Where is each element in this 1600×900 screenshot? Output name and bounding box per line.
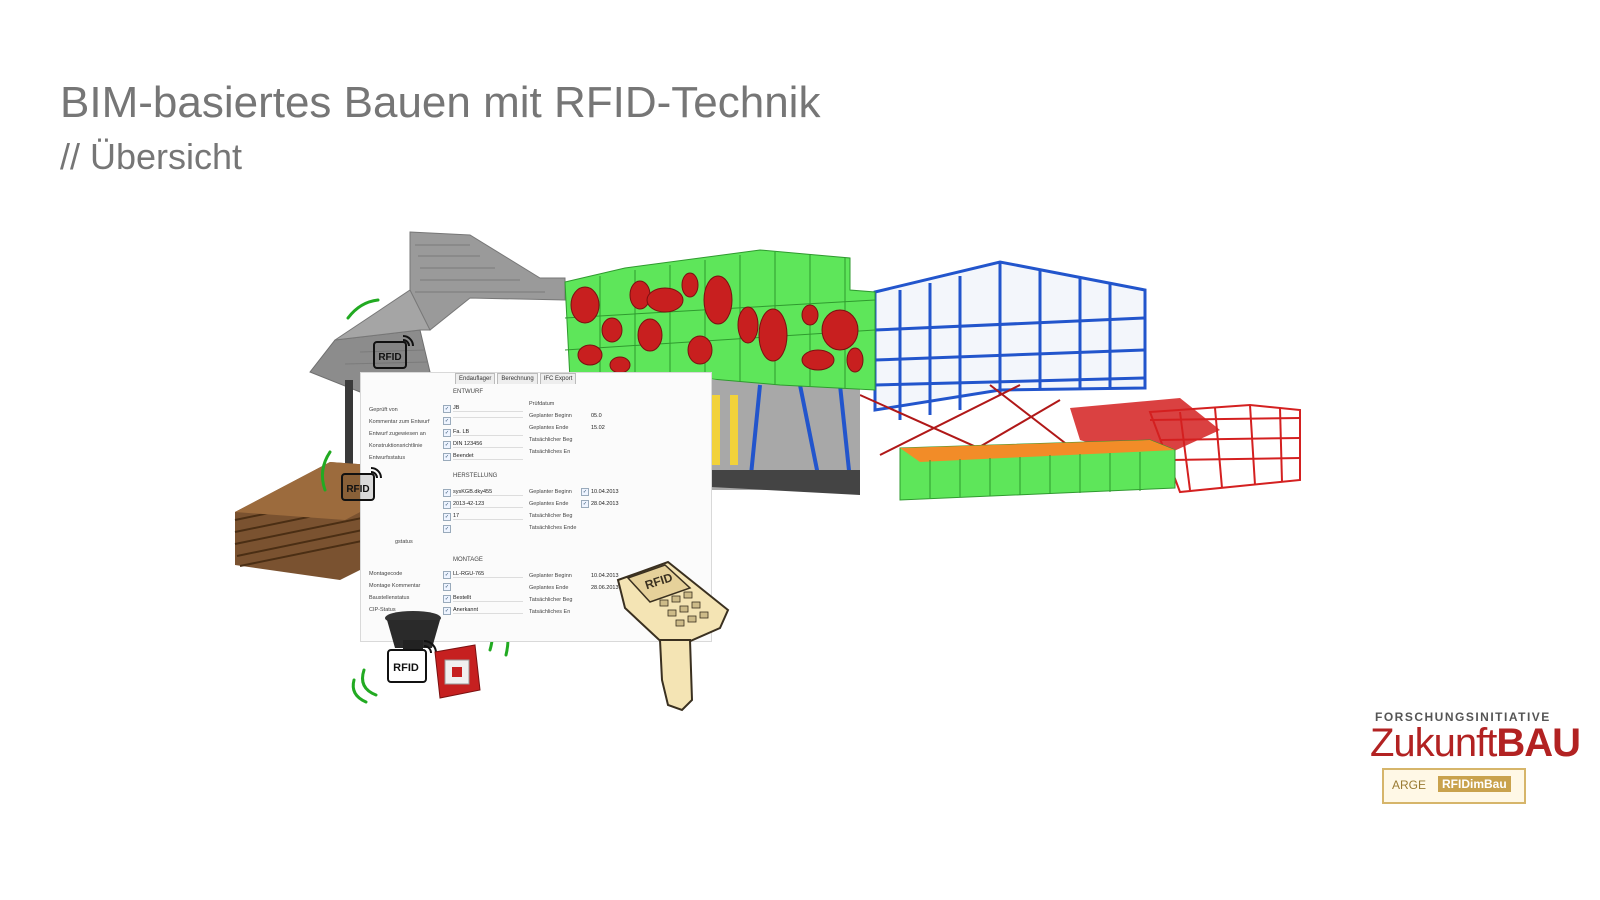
field-checkbox[interactable]: ✓ bbox=[443, 513, 451, 521]
green-facade bbox=[564, 249, 876, 391]
field-label: Baustellenstatus bbox=[369, 595, 410, 601]
arge-badge: ARGE RFIDimBau bbox=[1382, 768, 1526, 804]
logo-bau: BAU bbox=[1496, 721, 1581, 765]
field-checkbox[interactable]: ✓ bbox=[443, 453, 451, 461]
logo-line2: ZukunftBAU bbox=[1370, 721, 1581, 766]
field-label: Montage Kommentar bbox=[369, 583, 421, 589]
date-label: Tatsächlicher Beg bbox=[529, 513, 573, 519]
field-checkbox[interactable]: ✓ bbox=[443, 607, 451, 615]
date-label: Geplantes Ende bbox=[529, 585, 569, 591]
red-steel-roof bbox=[859, 384, 1301, 494]
date-label: Prüfdatum bbox=[529, 401, 555, 407]
field-checkbox[interactable]: ✓ bbox=[443, 595, 451, 603]
slide-subtitle: // Übersicht bbox=[60, 136, 243, 177]
field-checkbox[interactable]: ✓ bbox=[443, 417, 451, 425]
field-checkbox[interactable]: ✓ bbox=[443, 501, 451, 509]
date-label: Tatsächlicher Beg bbox=[529, 597, 573, 603]
date-label: Geplanter Beginn bbox=[529, 413, 572, 419]
section-herstellung: HERSTELLUNG bbox=[453, 473, 498, 479]
field-label: Entwurfsstatus bbox=[369, 455, 406, 461]
tab-berechnung[interactable]: Berechnung bbox=[497, 373, 538, 384]
date-label: Tatsächliches En bbox=[529, 609, 571, 615]
date-label: Tatsächliches En bbox=[529, 449, 571, 455]
field-value[interactable]: 2013-42-123 bbox=[453, 501, 523, 508]
field-value[interactable]: Fa. LB bbox=[453, 429, 523, 436]
date-value[interactable]: 28.04.2013 bbox=[591, 501, 619, 507]
field-value[interactable]: 17 bbox=[453, 513, 523, 520]
field-value[interactable] bbox=[453, 417, 523, 418]
date-value[interactable]: 10.04.2013 bbox=[591, 489, 619, 495]
zukunftbau-logo: FORSCHUNGSINITIATIVE ZukunftBAU ARGE RFI… bbox=[1370, 707, 1581, 807]
field-label: Montagecode bbox=[369, 571, 403, 577]
date-label: Tatsächlicher Beg bbox=[529, 437, 573, 443]
date-label: Geplantes Ende bbox=[529, 425, 569, 431]
field-checkbox[interactable]: ✓ bbox=[443, 571, 451, 579]
field-label: Konstruktionsrichtlinie bbox=[369, 443, 423, 449]
date-label: Geplanter Beginn bbox=[529, 489, 572, 495]
bim-properties-panel: Endauflager Berechnung IFC Export ENTWUR… bbox=[360, 372, 712, 642]
date-value[interactable]: 10.04.2013 bbox=[591, 573, 619, 579]
field-value[interactable]: sysKGB.dky455 bbox=[453, 489, 523, 496]
date-label: Tatsächliches Ende bbox=[529, 525, 577, 531]
date-value[interactable]: 05.0 bbox=[591, 413, 602, 419]
section-entwurf: ENTWURF bbox=[453, 389, 483, 395]
field-value[interactable]: Bestellt bbox=[453, 595, 523, 602]
field-label: Entwurf zugewiesen an bbox=[369, 431, 426, 437]
field-value[interactable]: JB bbox=[453, 405, 523, 412]
field-label: CIP-Status bbox=[369, 607, 396, 613]
green-base-block bbox=[899, 439, 1176, 501]
field-value[interactable]: DIN 123456 bbox=[453, 441, 523, 448]
field-checkbox[interactable]: ✓ bbox=[443, 525, 451, 533]
panel-tabs: Endauflager Berechnung IFC Export bbox=[455, 373, 577, 384]
date-value[interactable]: 28.06.2013 bbox=[591, 585, 619, 591]
field-label: gstatus bbox=[395, 539, 413, 545]
logo-zukunft: Zukunft bbox=[1370, 721, 1497, 765]
field-value[interactable]: LL-RGU-765 bbox=[453, 571, 523, 578]
date-label: Geplanter Beginn bbox=[529, 573, 572, 579]
tab-endauflager[interactable]: Endauflager bbox=[455, 373, 496, 384]
rfidimbau-label: RFIDimBau bbox=[1438, 776, 1511, 792]
tab-ifc-export[interactable]: IFC Export bbox=[539, 373, 577, 384]
field-value[interactable]: Anerkannt bbox=[453, 607, 523, 614]
arge-label: ARGE bbox=[1392, 778, 1427, 792]
field-label: Geprüft von bbox=[369, 407, 398, 413]
blue-steel-frame bbox=[873, 260, 1147, 420]
date-value[interactable]: 15.02 bbox=[591, 425, 605, 431]
field-checkbox[interactable]: ✓ bbox=[443, 441, 451, 449]
logo-line1: FORSCHUNGSINITIATIVE bbox=[1375, 710, 1551, 724]
field-checkbox[interactable]: ✓ bbox=[443, 429, 451, 437]
date-checkbox[interactable]: ✓ bbox=[581, 500, 589, 508]
date-checkbox[interactable]: ✓ bbox=[581, 488, 589, 496]
field-checkbox[interactable]: ✓ bbox=[443, 583, 451, 591]
field-checkbox[interactable]: ✓ bbox=[443, 489, 451, 497]
slide-title: BIM-basiertes Bauen mit RFID-Technik bbox=[60, 78, 821, 127]
field-value[interactable]: Beendet bbox=[453, 453, 523, 460]
section-montage: MONTAGE bbox=[453, 557, 483, 563]
field-checkbox[interactable]: ✓ bbox=[443, 405, 451, 413]
date-label: Geplantes Ende bbox=[529, 501, 569, 507]
field-label: Kommentar zum Entwurf bbox=[369, 419, 430, 425]
